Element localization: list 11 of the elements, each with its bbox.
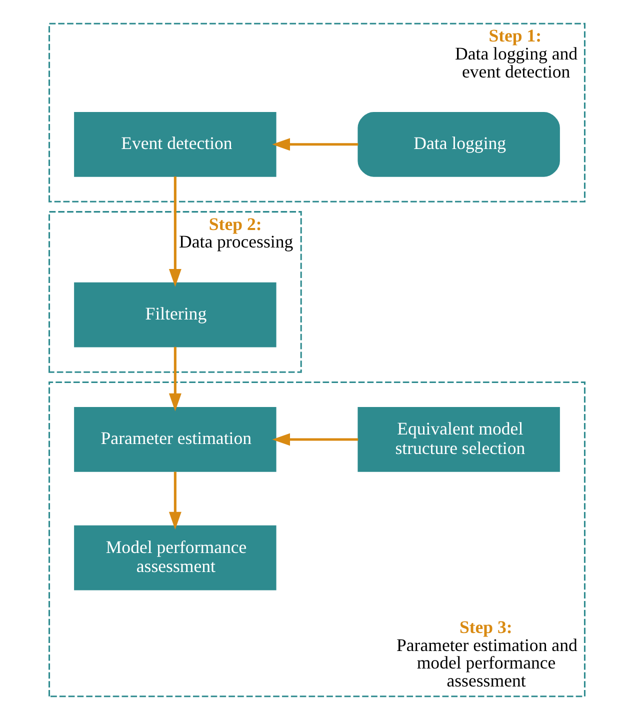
- node-box: Model performance assessment: [74, 525, 276, 590]
- arrow: [168, 176, 182, 287]
- node-box: Data logging: [358, 112, 560, 177]
- node-box: Filtering: [74, 282, 276, 348]
- node-box: Equivalent model structure selection: [358, 407, 560, 472]
- arrow: [168, 346, 182, 412]
- node-box: Event detection: [74, 112, 276, 177]
- node-box: Parameter estimation: [74, 407, 276, 472]
- arrow: [168, 472, 182, 530]
- arrow: [272, 138, 358, 151]
- arrow: [272, 433, 358, 446]
